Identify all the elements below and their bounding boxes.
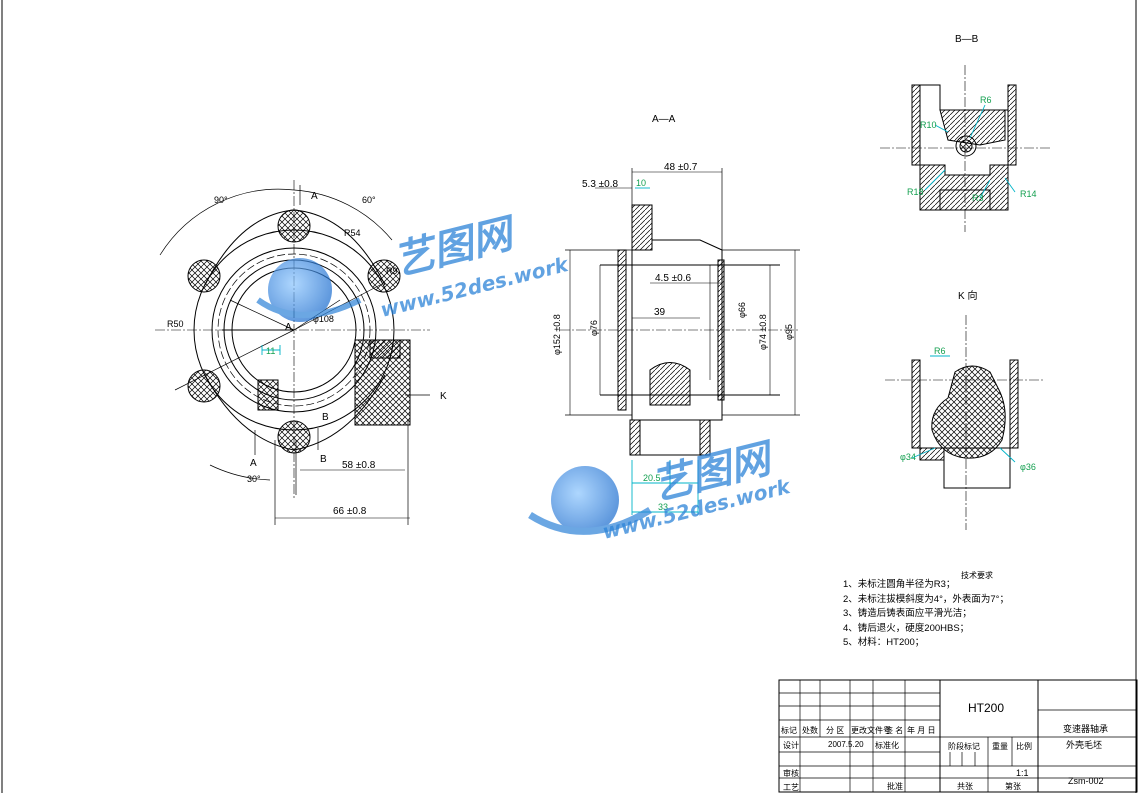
bb-r10: R10 bbox=[920, 120, 937, 130]
aa-dim-48: 48 ±0.7 bbox=[664, 162, 698, 173]
tb-weight: 重量 bbox=[992, 742, 1008, 751]
front-label-a-center: A bbox=[285, 322, 292, 333]
section-aa: A—A 48 ±0.7 5.3 ±0.8 10 bbox=[552, 114, 800, 515]
tb-part-name-2: 外壳毛坯 bbox=[1066, 739, 1102, 750]
front-label-k: K bbox=[440, 391, 447, 402]
front-r54: R54 bbox=[344, 228, 361, 238]
tb-date: 2007.5.20 bbox=[828, 740, 864, 749]
bb-r6: R6 bbox=[980, 95, 992, 105]
aa-dim-74: φ74 ±0.8 bbox=[758, 314, 768, 350]
note-3: 3、铸造后铸表面应平滑光洁； bbox=[843, 608, 972, 620]
tb-stage: 阶段标记 bbox=[948, 742, 980, 751]
technical-notes: 技术要求 1、未标注圆角半径为R3； 2、未标注拔模斜度为4°，外表面为7°； … bbox=[843, 571, 1009, 651]
tb-drawing-no: Zsm-002 bbox=[1068, 776, 1104, 786]
view-k-title: K 向 bbox=[958, 289, 977, 302]
aa-dim-39: 39 bbox=[654, 307, 666, 318]
k-phi34: φ34 bbox=[900, 452, 916, 462]
tb-material: HT200 bbox=[968, 701, 1004, 715]
aa-dim-5-3: 5.3 ±0.8 bbox=[582, 179, 619, 190]
front-label-a-bottom: A bbox=[250, 458, 257, 469]
note-1: 1、未标注圆角半径为R3； bbox=[843, 579, 956, 590]
note-5: 5、材料：HT200； bbox=[843, 637, 925, 649]
tb-hdr-zone: 分 区 bbox=[826, 726, 845, 735]
aa-dim-66: φ66 bbox=[737, 302, 747, 318]
section-bb: B—B R6 R10 R18 R3 R14 bbox=[880, 34, 1050, 232]
aa-dim-95: φ95 bbox=[784, 324, 794, 340]
section-aa-title: A—A bbox=[652, 114, 676, 125]
tb-hdr-sign: 签 名 bbox=[885, 726, 904, 735]
tb-hdr-date: 年 月 日 bbox=[907, 726, 936, 735]
tb-process: 工艺 bbox=[783, 783, 799, 792]
front-phi108: φ108 bbox=[313, 314, 334, 324]
notes-heading: 技术要求 bbox=[961, 571, 993, 580]
front-angle-30: 30° bbox=[247, 474, 261, 484]
aa-dim-152: φ152 ±0.8 bbox=[552, 314, 562, 355]
tb-std: 标准化 bbox=[875, 741, 899, 750]
bb-r3: R3 bbox=[972, 193, 984, 203]
front-angle-60: 60° bbox=[362, 195, 376, 205]
tb-hdr-mark: 标记 bbox=[781, 726, 797, 735]
aa-dim-33: 33 bbox=[658, 502, 668, 512]
front-dim-66: 66 ±0.8 bbox=[333, 506, 367, 517]
front-dim-11: 11 bbox=[266, 346, 275, 356]
tb-hdr-doc: 更改文件号 bbox=[851, 726, 891, 735]
tb-hdr-count: 处数 bbox=[802, 726, 818, 735]
front-r50: R50 bbox=[167, 319, 184, 329]
tb-part-name-1: 变速器轴承 bbox=[1063, 723, 1108, 734]
tb-sheets-total: 共张 bbox=[957, 782, 973, 791]
section-bb-title: B—B bbox=[955, 34, 979, 45]
front-label-b-bottom: B bbox=[320, 454, 327, 465]
tb-scale: 1:1 bbox=[1016, 768, 1029, 778]
front-label-a-top: A bbox=[311, 191, 318, 202]
aa-dim-20: 20.5 bbox=[643, 473, 661, 483]
front-dim-58: 58 ±0.8 bbox=[342, 460, 376, 471]
front-r9: R9 bbox=[386, 266, 398, 276]
title-block: HT200 变速器轴承 外壳毛坯 1:1 Zsm-002 bbox=[778, 679, 1138, 793]
bb-r18: R18 bbox=[907, 187, 924, 197]
front-label-b: B bbox=[322, 412, 329, 423]
tb-sheet-no: 第张 bbox=[1005, 782, 1021, 791]
aa-dim-76: φ76 bbox=[589, 320, 599, 336]
bb-r14: R14 bbox=[1020, 189, 1037, 199]
front-view: 90° 60° 30° R50 R9 R54 φ108 11 58 ±0.8 6… bbox=[155, 180, 447, 525]
k-phi36: φ36 bbox=[1020, 462, 1036, 472]
note-4: 4、铸后退火，硬度200HBS； bbox=[843, 622, 970, 634]
note-2: 2、未标注拔模斜度为4°，外表面为7°； bbox=[843, 593, 1009, 605]
k-r6: R6 bbox=[934, 346, 946, 356]
watermark-logo bbox=[256, 258, 652, 535]
tb-design: 设计 bbox=[783, 741, 799, 750]
tb-ratio: 比例 bbox=[1016, 742, 1032, 751]
tb-approve: 批准 bbox=[887, 782, 903, 791]
front-angle-90: 90° bbox=[214, 195, 228, 205]
view-k: K 向 R6 φ34 φ36 bbox=[885, 289, 1045, 530]
tb-review: 审核 bbox=[783, 769, 799, 778]
aa-dim-10: 10 bbox=[636, 178, 646, 188]
aa-dim-4-5: 4.5 ±0.6 bbox=[655, 273, 692, 284]
